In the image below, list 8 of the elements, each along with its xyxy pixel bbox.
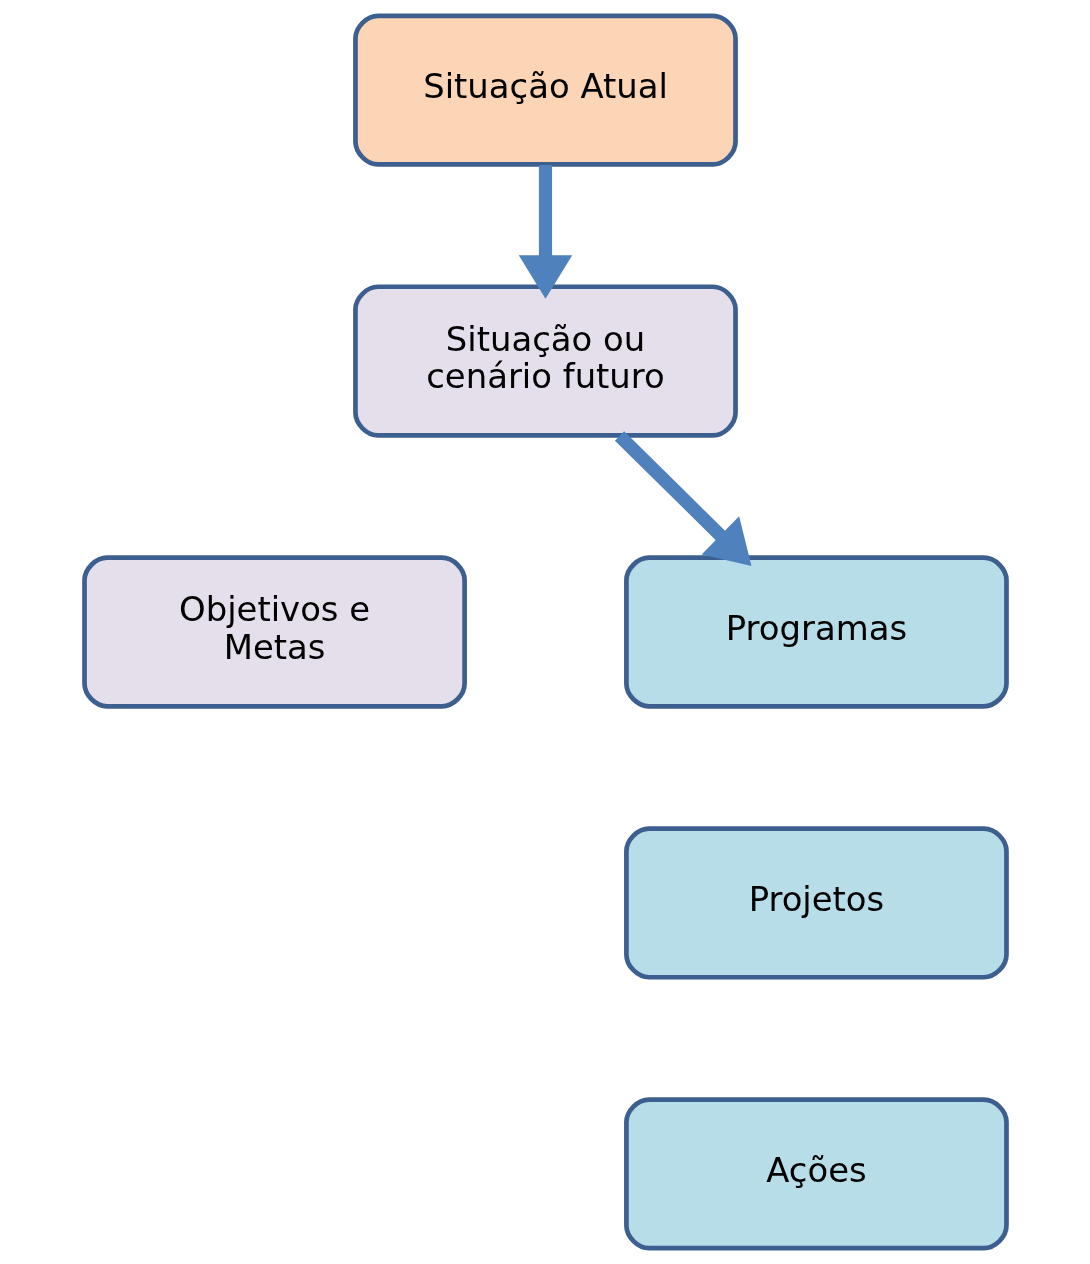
node-box: Ações [623,1097,1009,1251]
arrow [518,165,572,299]
node-box: Situação ou cenário futuro [352,284,738,438]
node-box: Situação Atual [352,13,738,167]
arrow [614,431,751,567]
node-box: Programas [623,555,1009,709]
node-box: Projetos [623,826,1009,980]
node-box: Objetivos e Metas [81,555,467,709]
